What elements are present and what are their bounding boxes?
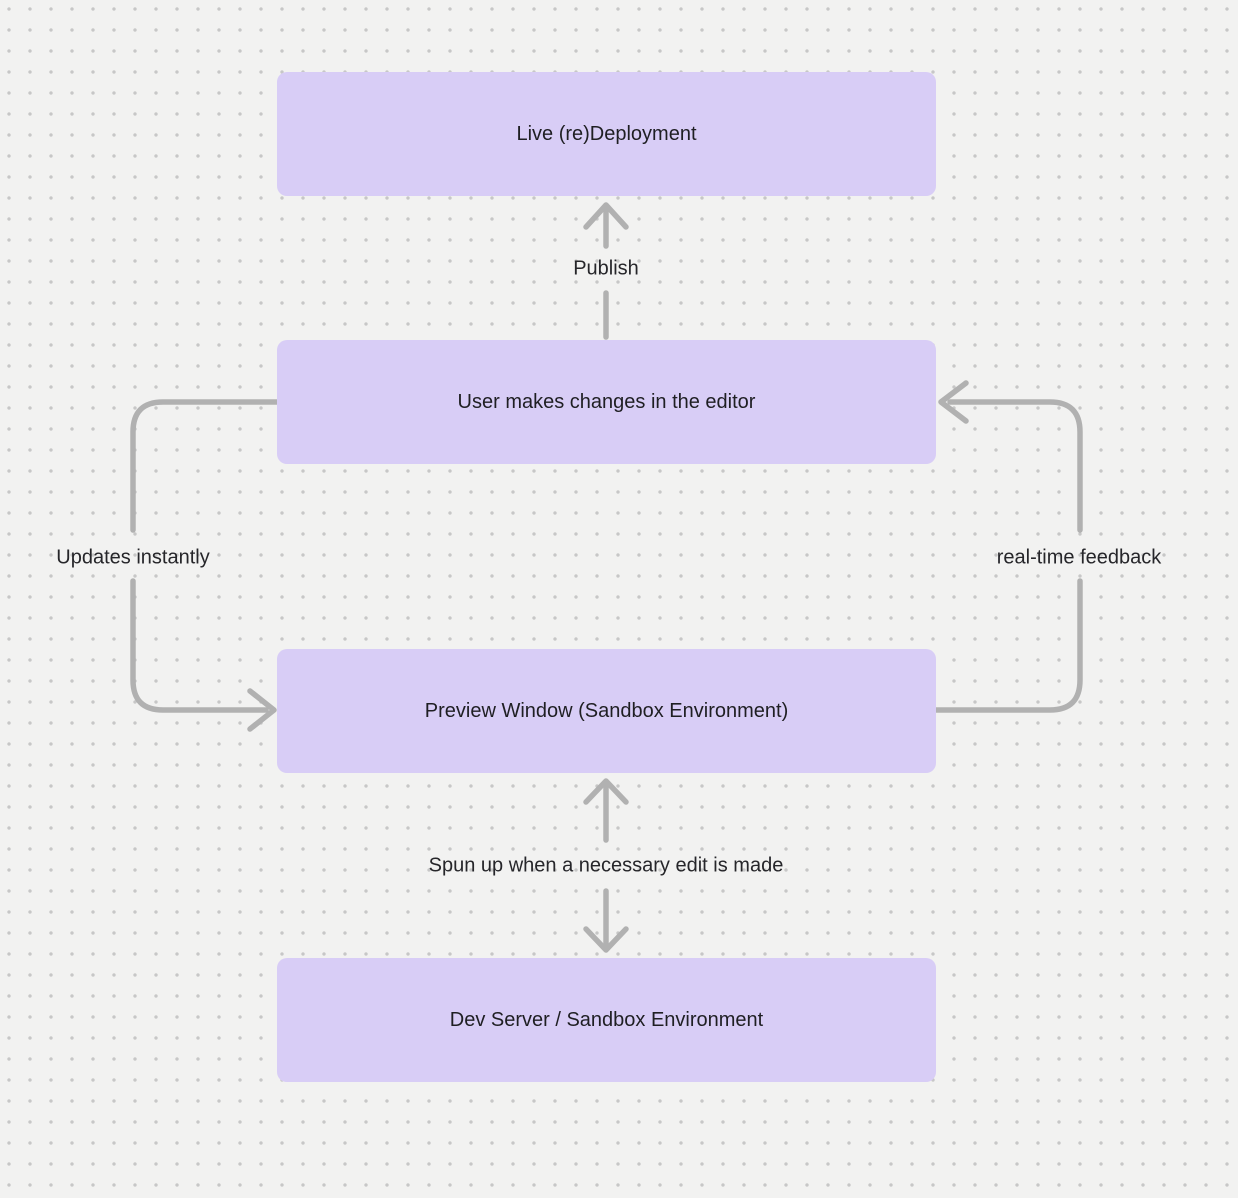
node-dev-server[interactable]: Dev Server / Sandbox Environment [277, 958, 936, 1082]
node-user-editor[interactable]: User makes changes in the editor [277, 340, 936, 464]
node-label: Dev Server / Sandbox Environment [449, 1008, 764, 1031]
edge-line [933, 578, 1083, 713]
edge-label-updates-instantly: Updates instantly [56, 546, 210, 569]
node-label: User makes changes in the editor [457, 390, 756, 413]
arrow-left-icon [938, 380, 969, 424]
arrow-down-icon [583, 926, 629, 953]
node-label: Live (re)Deployment [516, 122, 697, 145]
node-live-redeployment[interactable]: Live (re)Deployment [277, 72, 936, 196]
edge-line [130, 578, 269, 713]
edge-line [947, 399, 1083, 533]
edge-label-publish: Publish [573, 257, 639, 280]
node-preview-window[interactable]: Preview Window (Sandbox Environment) [277, 649, 936, 773]
arrow-up-icon [583, 202, 629, 230]
edge-label-realtime-feedback: real-time feedback [996, 546, 1162, 569]
arrow-up-icon [583, 778, 629, 805]
edge-label-spun-up: Spun up when a necessary edit is made [428, 854, 784, 877]
arrow-right-icon [247, 688, 277, 732]
edge-line [130, 399, 280, 533]
node-label: Preview Window (Sandbox Environment) [424, 699, 789, 722]
